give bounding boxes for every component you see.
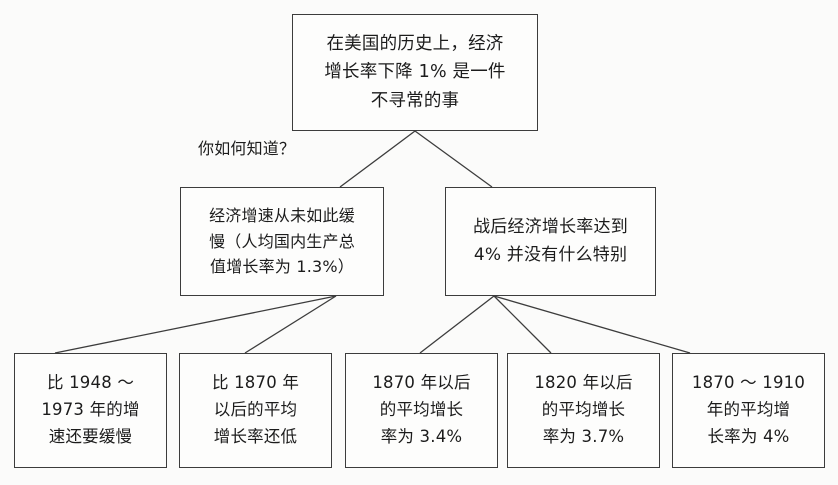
evidence-box-4: 1820 年以后 的平均增长 率为 3.7% [507, 353, 660, 468]
edge-mid-left-to-leaf-0 [54, 295, 337, 354]
reason-box-mid-left: 经济增速从未如此缓 慢（人均国内生产总 值增长率为 1.3%） [180, 187, 384, 296]
evidence-1-text: 比 1948 ～ 1973 年的增 速还要缓慢 [41, 373, 140, 446]
evidence-5-text: 1870 ～ 1910 年的平均增 长率为 4% [691, 373, 806, 446]
edge-root-to-mid-left [339, 130, 416, 188]
claim-root-text: 在美国的历史上，经济 增长率下降 1% 是一件 不寻常的事 [324, 33, 506, 111]
evidence-3-text: 1870 年以后 的平均增长 率为 3.4% [372, 373, 471, 446]
edge-mid-right-to-leaf-3 [493, 295, 552, 354]
reason-mid-left-text: 经济增速从未如此缓 慢（人均国内生产总 值增长率为 1.3%） [209, 205, 355, 277]
evidence-2-text: 比 1870 年 以后的平均 增长率还低 [211, 373, 300, 446]
evidence-box-2: 比 1870 年 以后的平均 增长率还低 [179, 353, 332, 468]
edge-label-how-do-you-know: 你如何知道？ [198, 139, 296, 158]
reason-box-mid-right: 战后经济增长率达到 4% 并没有什么特别 [445, 187, 656, 296]
edge-mid-right-to-leaf-4 [493, 295, 691, 354]
edge-mid-left-to-leaf-1 [244, 295, 337, 354]
evidence-box-3: 1870 年以后 的平均增长 率为 3.4% [345, 353, 498, 468]
evidence-box-5: 1870 ～ 1910 年的平均增 长率为 4% [672, 353, 825, 468]
edge-mid-right-to-leaf-2 [419, 295, 495, 354]
evidence-box-1: 比 1948 ～ 1973 年的增 速还要缓慢 [14, 353, 167, 468]
edge-root-to-mid-right [414, 130, 493, 188]
claim-box-root: 在美国的历史上，经济 增长率下降 1% 是一件 不寻常的事 [292, 14, 538, 131]
reason-mid-right-text: 战后经济增长率达到 4% 并没有什么特别 [473, 216, 628, 265]
evidence-4-text: 1820 年以后 的平均增长 率为 3.7% [534, 373, 633, 446]
